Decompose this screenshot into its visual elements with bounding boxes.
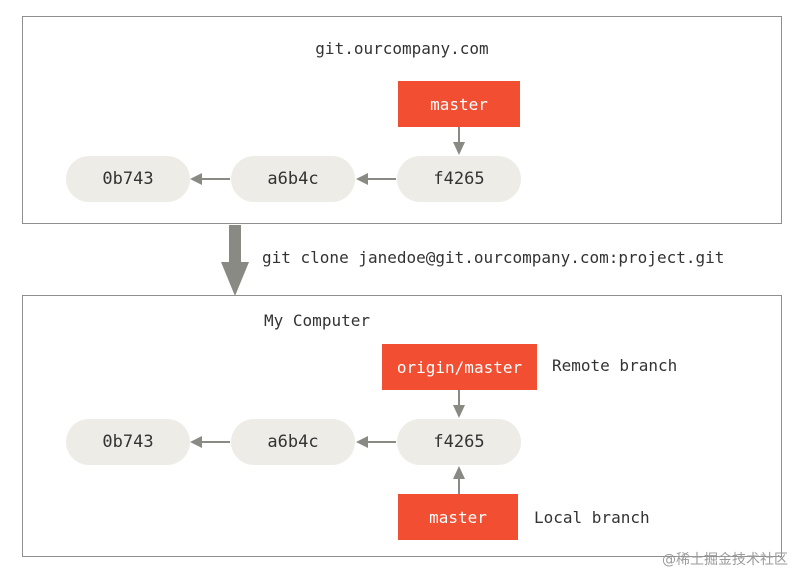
arrow-origin-master-to-f4265	[453, 390, 465, 418]
clone-arrow	[221, 225, 249, 296]
server-commit-0b743: 0b743	[66, 156, 190, 202]
arrow-local-a6b4c-to-0b743	[190, 436, 230, 448]
remote-branch-origin-master: origin/master	[382, 344, 537, 390]
arrow-local-master-to-f4265	[453, 466, 465, 494]
local-branch-label: Local branch	[534, 508, 650, 527]
local-title: My Computer	[264, 311, 370, 330]
local-master-branch: master	[398, 494, 518, 540]
remote-branch-label: Remote branch	[552, 356, 678, 375]
server-commit-a6b4c: a6b4c	[231, 156, 355, 202]
local-commit-f4265: f4265	[397, 419, 521, 465]
arrow-server-f4265-to-a6b4c	[356, 173, 396, 185]
watermark: @稀土掘金技术社区	[662, 552, 788, 568]
server-title: git.ourcompany.com	[315, 39, 489, 58]
server-commit-f4265: f4265	[397, 156, 521, 202]
server-master-branch: master	[398, 81, 520, 127]
arrow-server-a6b4c-to-0b743	[190, 173, 230, 185]
clone-command: git clone janedoe@git.ourcompany.com:pro…	[262, 248, 725, 267]
arrow-server-master-to-f4265	[453, 127, 465, 155]
local-commit-a6b4c: a6b4c	[231, 419, 355, 465]
arrow-local-f4265-to-a6b4c	[356, 436, 396, 448]
local-commit-0b743: 0b743	[66, 419, 190, 465]
